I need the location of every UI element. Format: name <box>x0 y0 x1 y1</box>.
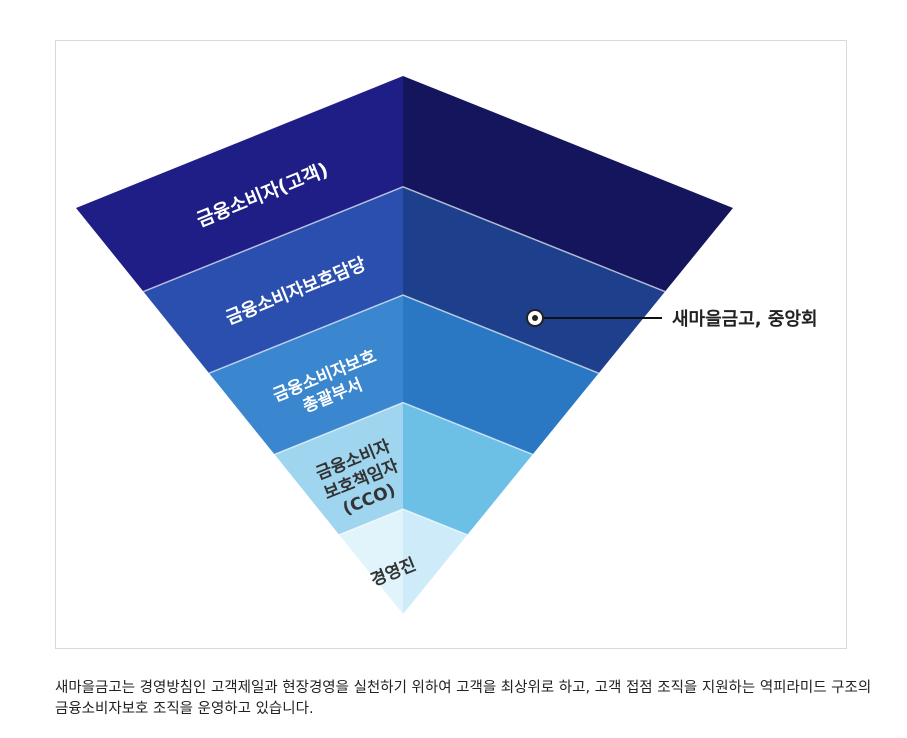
callout-label: 새마을금고, 중앙회 <box>672 309 818 330</box>
pyramid-layer-1-right-face <box>403 76 733 292</box>
pyramid-layer-4-right-face <box>403 402 533 535</box>
pyramid-layer-separator <box>274 401 533 456</box>
caption-text: 새마을금고는 경영방침인 고객제일과 현장경영을 실천하기 위하여 고객을 최상… <box>55 680 872 717</box>
pyramid-layer-5-left-face <box>339 509 403 614</box>
callout: 새마을금고, 중앙회 <box>526 309 818 330</box>
pyramid-layer-4-left-face <box>274 402 403 535</box>
pyramid-layer-2-left-face <box>143 186 403 374</box>
pyramid-layer-2-right-face <box>403 186 665 374</box>
pyramid-layer-3-right-face <box>403 295 599 455</box>
pyramid-layer-1-left-face <box>76 76 403 292</box>
pyramid-layer-separator <box>208 294 599 374</box>
pyramid-layer-5-right-face <box>403 509 468 614</box>
pyramid-layer-4-label: 금융소비자보호책임자(CCO) <box>313 436 409 523</box>
pyramid-layer-separator <box>338 508 468 536</box>
pyramid-layer-3-left-face <box>209 295 403 455</box>
callout-marker-dot-icon <box>532 315 538 321</box>
pyramid-layer-separator <box>143 185 666 293</box>
